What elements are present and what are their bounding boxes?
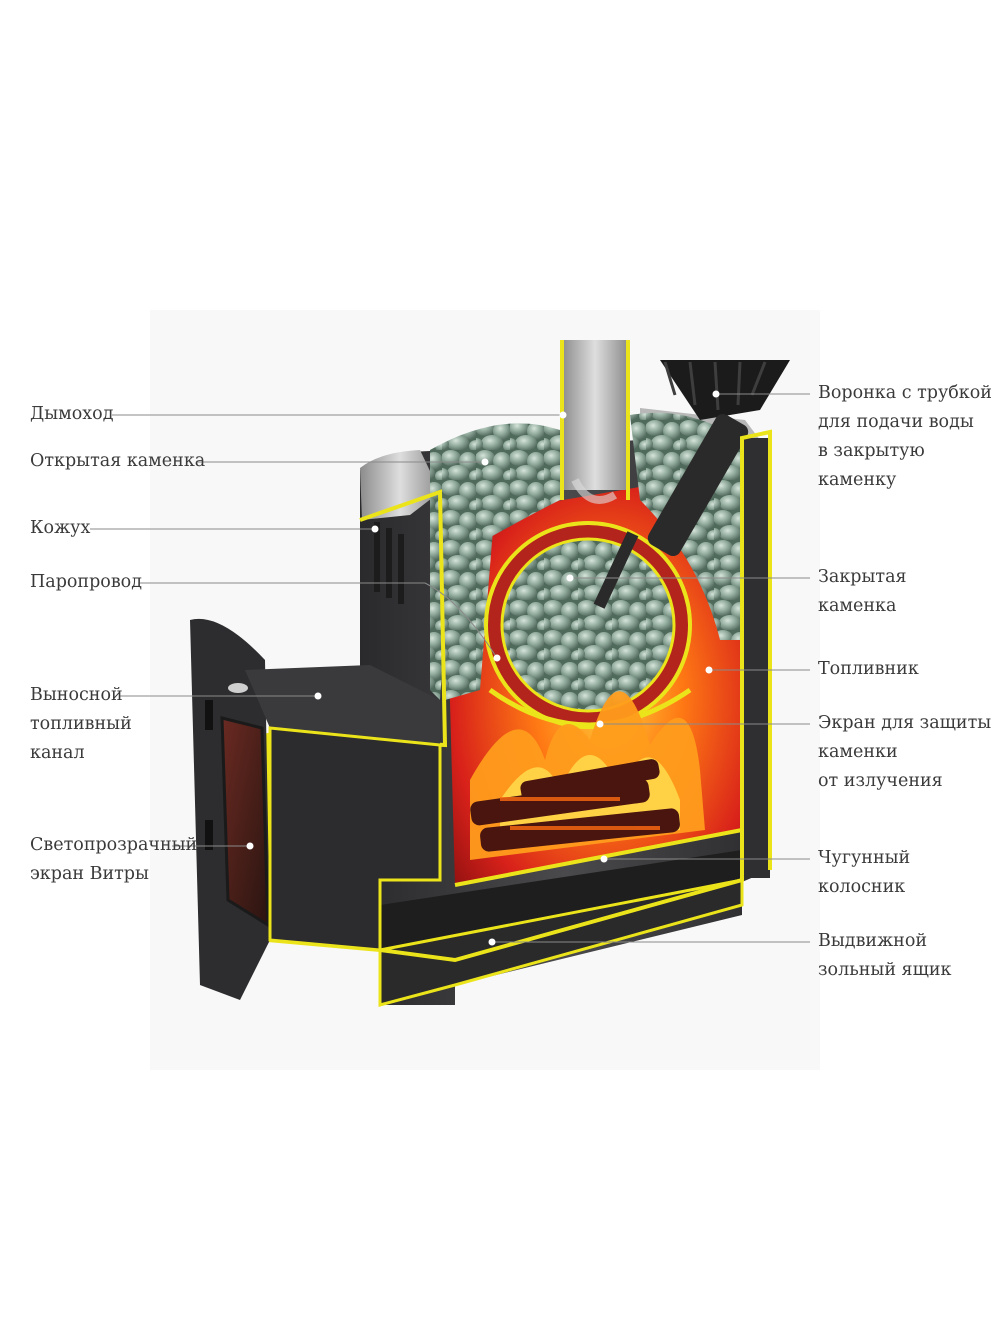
label-casing: Кожух <box>30 518 91 538</box>
door-logo <box>228 683 248 693</box>
chimney-outline <box>560 340 630 500</box>
right-wall <box>740 438 770 878</box>
radiation-screen-shape <box>488 687 692 728</box>
label-ash-drawer: Выдвижной зольный ящик <box>818 931 952 980</box>
chimney-pipe <box>562 340 628 490</box>
grate-outline <box>454 828 743 887</box>
label-glass-screen: Светопрозрачный экран Витры <box>30 835 198 884</box>
casing-vents <box>374 522 404 604</box>
label-open-heater: Открытая каменка <box>30 451 206 471</box>
water-funnel <box>593 360 790 609</box>
label-firebox: Топливник <box>818 659 919 679</box>
door-hinge-bottom <box>205 820 213 850</box>
door-hinge-top <box>205 700 213 730</box>
glass-frame <box>220 716 270 928</box>
steam-puff <box>571 478 618 504</box>
label-radiation-screen: Экран для защиты каменки от излучения <box>818 713 992 791</box>
fuel-channel-outline <box>268 726 442 952</box>
glass-screen <box>222 718 268 925</box>
open-heater-stones-left <box>430 423 560 700</box>
label-funnel: Воронка с трубкой для подачи воды в закр… <box>818 383 992 490</box>
label-fuel-channel: Выносной топливный канал <box>30 685 132 763</box>
label-closed-heater: Закрытая каменка <box>818 567 907 616</box>
label-grate: Чугунный колосник <box>818 848 911 897</box>
open-heater-stones-side <box>440 505 495 700</box>
label-chimney: Дымоход <box>30 404 114 424</box>
casing-top-left <box>360 450 440 520</box>
fuel-channel-top <box>245 665 440 745</box>
closed-heater-inner-outline <box>500 537 676 713</box>
label-steam-line: Паропровод <box>30 572 142 592</box>
fuel-channel-body <box>270 728 440 950</box>
anchor-dots <box>246 390 720 946</box>
leader-lines <box>90 393 810 943</box>
closed-heater-stones <box>502 539 674 711</box>
fire-and-logs <box>470 691 705 860</box>
